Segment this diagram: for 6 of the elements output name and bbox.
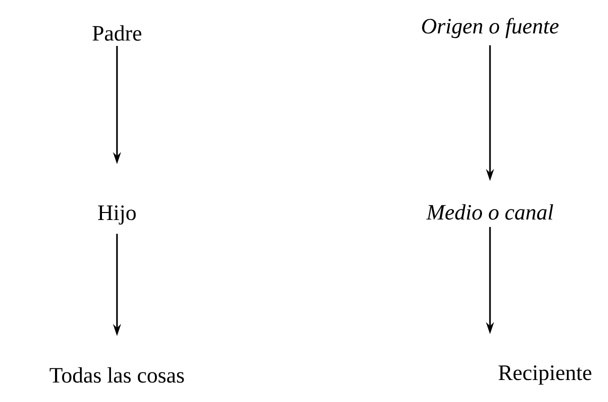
- node-label: Origen o fuente: [422, 18, 559, 38]
- node-label: Padre: [92, 25, 142, 41]
- node-label: Todas las cosas: [50, 367, 184, 383]
- node-label: Recipiente: [498, 365, 592, 385]
- node-label: Medio o canal: [426, 204, 554, 220]
- node-label: Hijo: [98, 205, 136, 225]
